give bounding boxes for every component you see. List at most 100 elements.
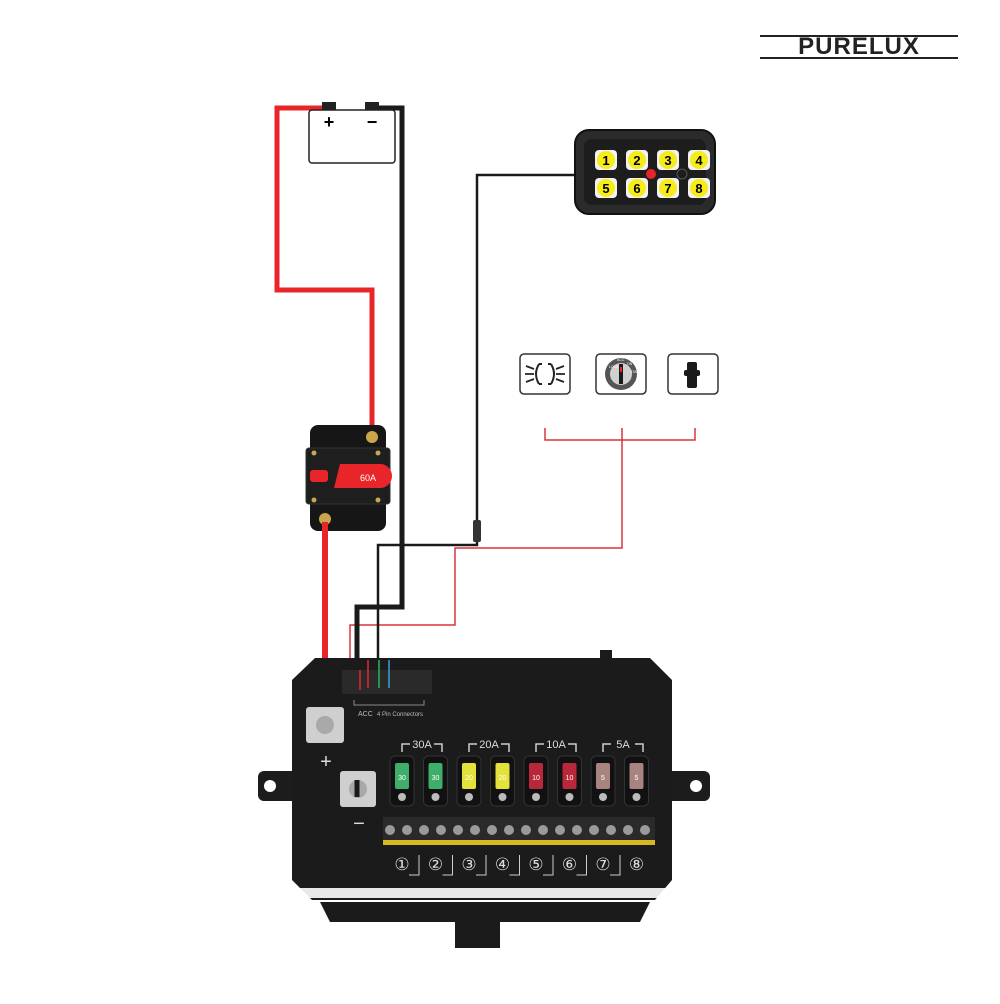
- terminal-screw: [436, 825, 446, 835]
- connector-label: 4 Pin Connectors: [377, 712, 423, 718]
- fuse-6: 10: [557, 755, 582, 807]
- terminal-screw: [470, 825, 480, 835]
- fuse-group-bracket: [602, 743, 644, 752]
- terminal-screw: [555, 825, 565, 835]
- fuse-group-bracket: [401, 743, 443, 752]
- output-divider: [442, 855, 453, 876]
- switch-panel: 1 2 3 4 5 6 7 8: [574, 129, 716, 215]
- fuse-label: 30: [398, 775, 406, 782]
- switch-button-4: 4: [688, 150, 710, 170]
- output-label-1: ①: [394, 855, 409, 874]
- positive-wire-battery: [274, 105, 375, 432]
- fuse-group-bracket: [468, 743, 510, 752]
- switch-panel-cable: [376, 173, 578, 680]
- terminal-screw: [453, 825, 463, 835]
- switch-button-label: 5: [602, 181, 609, 196]
- breaker-rating: 60A: [360, 473, 376, 483]
- output-label-8: ⑧: [629, 855, 644, 874]
- switch-button-label: 7: [664, 181, 671, 196]
- output-divider: [610, 855, 621, 876]
- fuse-2: 30: [423, 755, 448, 807]
- cigarette-lighter-icon: [667, 353, 719, 395]
- ignition-key-icon: LOCK ACC ON START: [595, 353, 647, 395]
- key-lock: LOCK: [609, 365, 619, 369]
- fuse-5: 10: [523, 755, 549, 807]
- battery-negative-label: −: [367, 112, 378, 132]
- circuit-breaker: 60A: [305, 425, 392, 531]
- fuse-label: 20: [465, 775, 473, 782]
- output-divider: [409, 855, 420, 876]
- fuse-8: 5: [624, 755, 649, 807]
- terminal-screw: [385, 825, 395, 835]
- switch-button-1: 1: [595, 150, 617, 170]
- terminal-screw: [538, 825, 548, 835]
- switch-button-label: 3: [664, 153, 671, 168]
- mode-icon: [676, 168, 688, 180]
- terminal-screw: [640, 825, 650, 835]
- output-label-6: ⑥: [562, 855, 577, 874]
- switch-button-2: 2: [626, 150, 648, 170]
- battery: + −: [308, 102, 396, 164]
- fuse-4: 20: [490, 755, 515, 807]
- terminal-screw: [419, 825, 429, 835]
- fuse-1: 30: [389, 755, 415, 807]
- switch-button-6: 6: [626, 178, 648, 198]
- positive-terminal-label: +: [320, 751, 332, 773]
- key-on: ON: [627, 362, 633, 366]
- fuse-label: 20: [499, 775, 507, 782]
- switch-button-label: 6: [633, 181, 640, 196]
- switch-button-label: 8: [695, 181, 702, 196]
- negative-terminal-label: −: [353, 813, 365, 835]
- terminal-screw: [504, 825, 514, 835]
- fuse-group-label: 30A: [412, 739, 432, 751]
- fuse-group-label: 20A: [479, 739, 499, 751]
- key-acc: ACC: [617, 358, 625, 362]
- output-label-3: ③: [461, 855, 476, 874]
- logo-text: PURELUX: [798, 33, 920, 60]
- terminal-screw: [521, 825, 531, 835]
- terminal-screw: [402, 825, 412, 835]
- terminal-screw: [589, 825, 599, 835]
- fuse-label: 30: [432, 775, 440, 782]
- fuse-3: 20: [456, 755, 482, 807]
- headlight-icon: [519, 353, 571, 395]
- fuse-group-bracket: [535, 743, 577, 752]
- output-label-5: ⑤: [528, 855, 543, 874]
- mounting-tab-left: [258, 771, 303, 801]
- cable-connector: [473, 520, 481, 542]
- switch-button-3: 3: [657, 150, 679, 170]
- switch-button-5: 5: [595, 178, 617, 198]
- output-divider: [476, 855, 487, 876]
- mounting-tab-right: [665, 771, 710, 801]
- output-divider: [576, 855, 587, 876]
- fuse-group-label: 5A: [616, 739, 630, 751]
- terminal-screw: [487, 825, 497, 835]
- fuse-controller: ACC 4 Pin Connectors + − 30A 20A 10A 5A 30 30…: [258, 650, 710, 948]
- output-label-4: ④: [495, 855, 510, 874]
- output-divider: [509, 855, 520, 876]
- switch-button-label: 4: [695, 153, 703, 168]
- switch-button-7: 7: [657, 178, 679, 198]
- output-label-7: ⑦: [595, 855, 610, 874]
- output-divider: [543, 855, 554, 876]
- terminal-screw: [572, 825, 582, 835]
- switch-button-label: 2: [633, 153, 640, 168]
- connector-port: [342, 670, 432, 694]
- key-start: START: [630, 370, 642, 374]
- purelux-logo: PURELUX: [760, 33, 958, 60]
- fuse-label: 5: [601, 775, 605, 782]
- switch-button-label: 1: [602, 153, 609, 168]
- fuse-label: 10: [566, 775, 574, 782]
- terminal-screw: [623, 825, 633, 835]
- fuse-7: 5: [590, 755, 616, 807]
- power-icon: [646, 169, 656, 179]
- fuse-group-label: 10A: [546, 739, 566, 751]
- output-label-2: ②: [428, 855, 443, 874]
- fuse-label: 5: [635, 775, 639, 782]
- trigger-wire: [349, 428, 696, 682]
- fuse-label: 10: [532, 775, 540, 782]
- acc-label: ACC: [358, 711, 373, 718]
- terminal-screw: [606, 825, 616, 835]
